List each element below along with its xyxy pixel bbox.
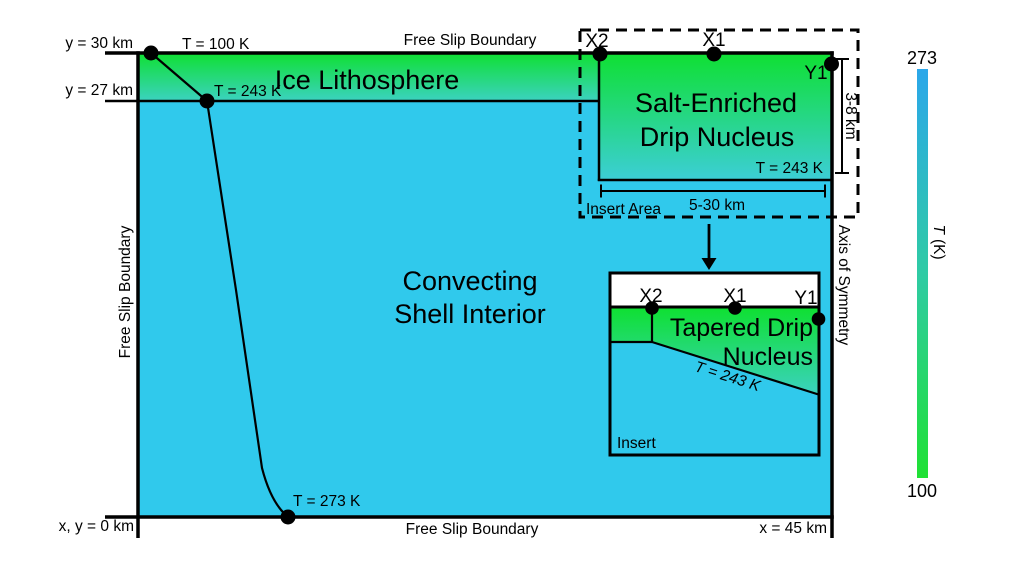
bottom-boundary-label: Free Slip Boundary	[406, 521, 539, 538]
salt-title-line2: Drip Nucleus	[640, 122, 795, 152]
y1-point	[824, 56, 839, 72]
left-boundary-label: Free Slip Boundary	[117, 225, 134, 358]
colorbar-min-label: 100	[907, 481, 937, 501]
colorbar-max-label: 273	[907, 48, 937, 68]
t100-label: T = 100 K	[182, 36, 250, 53]
insert-x2-label: X2	[639, 286, 662, 307]
temperature-colorbar	[917, 69, 928, 478]
insert-x1-point	[728, 301, 742, 315]
interior-title-line1: Convecting	[402, 266, 537, 296]
tapered-drip-title-line1: Tapered Drip	[670, 314, 813, 342]
insert-y1-label: Y1	[794, 288, 817, 309]
salt-drip-nucleus-region	[599, 53, 832, 180]
y30-label: y = 30 km	[65, 35, 133, 52]
y1-label: Y1	[804, 63, 827, 84]
t243-point	[199, 93, 215, 109]
x2-point	[592, 46, 608, 62]
interior-title-line2: Shell Interior	[394, 299, 546, 329]
insert-taper-slope-line	[651, 340, 819, 396]
y27-label: y = 27 km	[65, 82, 133, 99]
tapered-drip-title-line2: Nucleus	[723, 343, 813, 371]
insert-x1-label: X1	[723, 286, 746, 307]
x1-label: X1	[702, 30, 725, 51]
width-range-label: 5-30 km	[689, 197, 745, 214]
top-boundary-label: Free Slip Boundary	[404, 32, 537, 49]
colorbar-symbol: T	[930, 225, 947, 236]
insert-caption: Insert	[617, 435, 656, 452]
insert-area-dashed-box	[578, 28, 860, 219]
insert-tapered-nucleus-fill	[611, 308, 818, 395]
axis-of-symmetry-label: Axis of Symmetry	[835, 225, 852, 346]
colorbar-unit: (K)	[930, 239, 947, 260]
lithosphere-title: Ice Lithosphere	[275, 65, 460, 95]
x1-point	[706, 46, 722, 62]
thickness-range-label: 3-8 km	[842, 92, 859, 139]
x45-label: x = 45 km	[759, 520, 827, 537]
insert-y1-point	[811, 312, 826, 326]
salt-temp-label: T = 243 K	[756, 160, 824, 177]
t243-label: T = 243 K	[214, 83, 282, 100]
insert-area-label: Insert Area	[586, 201, 661, 218]
salt-title-line1: Salt-Enriched	[635, 88, 797, 118]
colorbar-axis-label: T (K)	[930, 225, 947, 260]
insert-x2-point	[645, 301, 659, 315]
origin-label: x, y = 0 km	[59, 518, 134, 535]
insert-arrow-head-icon	[701, 258, 717, 270]
x2-label: X2	[585, 31, 608, 52]
t273-label: T = 273 K	[293, 493, 361, 510]
insert-box-border	[608, 271, 821, 457]
